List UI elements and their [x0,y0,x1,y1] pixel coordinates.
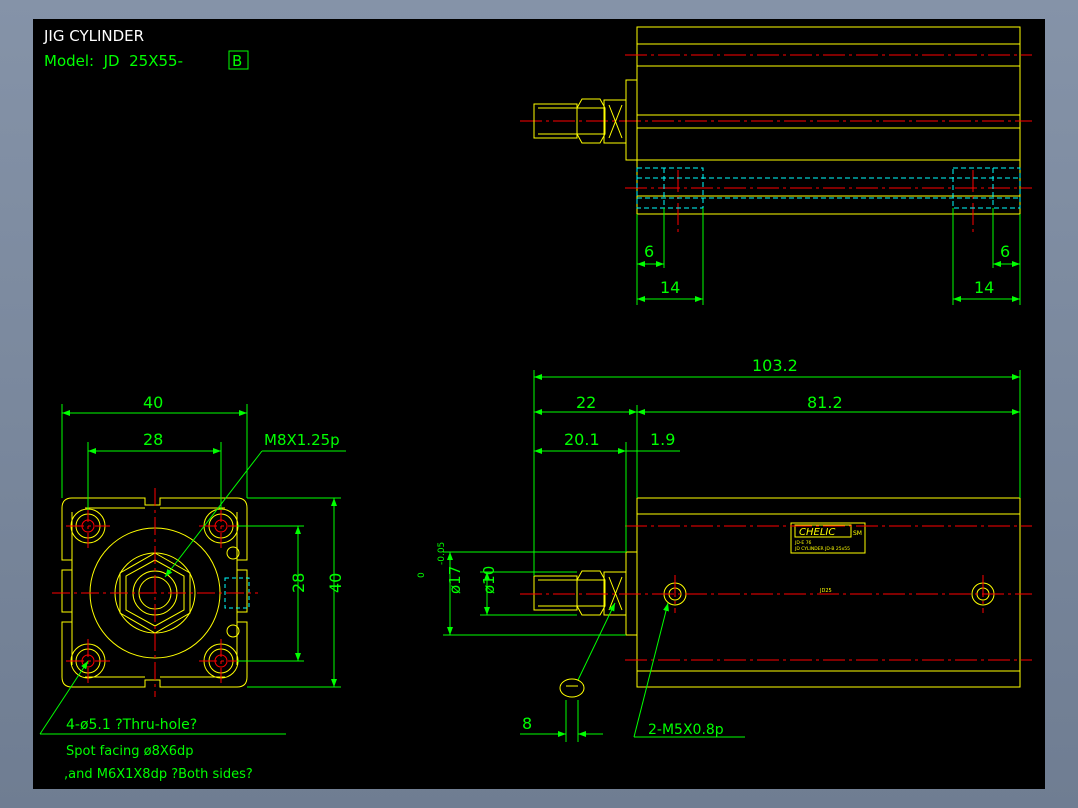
model-variant-box [228,50,249,70]
tolerance-upper: 0 [417,572,427,578]
model-variant: B [232,52,242,70]
label-line1: JD-E 76 [794,540,812,546]
dim-rod-diameter: ø10 [480,566,498,594]
cad-drawing: JIG CYLINDER Model: JD 25X55- B [39,26,1032,782]
dim-width-inner: 28 [143,430,163,449]
top-rod-thread [533,103,578,139]
drawing-canvas[interactable]: JIG CYLINDER Model: JD 25X55- B [33,19,1045,789]
front-view: 40 28 28 40 M8X1.25p 4-ø5.1 ?Thru-hole? … [39,393,346,782]
side-centerlines [520,525,1032,661]
side-label-plate [790,522,866,554]
side-dimensions [443,370,1021,742]
title-block: JIG CYLINDER Model: JD 25X55- B [43,27,249,70]
dim-flange: 1.9 [650,430,675,449]
front-dimensions [39,404,346,735]
front-profile-outline [61,497,248,688]
side-rod-nut [576,570,606,616]
hole-note-line3: ,and M6X1X8dp ?Both sides? [64,767,253,782]
dim-left-large: 14 [660,278,680,297]
model-label: Model: JD 25X55- [44,52,183,70]
dim-body-length: 81.2 [807,393,843,412]
dim-height-outer: 40 [326,573,345,593]
dim-height-inner: 28 [289,573,308,593]
label-brand: CHELIC [799,527,835,538]
label-brand-sub: SM [853,530,862,537]
label-line2: JD CYLINDER JD-B 25x55 [794,546,850,552]
dim-right-small: 6 [1000,242,1010,261]
hole-note-line2: Spot facing ø8X6dp [66,744,194,759]
dim-width-outer: 40 [143,393,163,412]
top-dimensions [636,208,1021,305]
dim-rod-length: 22 [576,393,596,412]
front-centerlines [52,488,258,697]
tolerance-lower: -0.05 [437,542,447,565]
hole-note-line1: 4-ø5.1 ?Thru-hole? [66,717,197,733]
side-view: CHELIC SM JD-E 76 JD CYLINDER JD-B 25x55… [417,356,1032,742]
top-hidden-holes [636,167,1021,209]
dim-right-large: 14 [974,278,994,297]
side-rod-thread [533,575,578,611]
body-marking: JD25 [819,588,832,594]
dim-rod-thread: 20.1 [564,430,600,449]
dim-bore-diameter: ø17 [446,566,464,594]
top-view: 6 14 6 14 [520,26,1032,305]
dim-left-small: 6 [644,242,654,261]
dim-total-length: 103.2 [752,356,798,375]
dim-wrench-flat: 8 [522,714,532,733]
port-callout: 2-M5X0.8p [648,722,724,738]
drawing-title: JIG CYLINDER [43,27,144,45]
thread-callout: M8X1.25p [264,431,340,449]
